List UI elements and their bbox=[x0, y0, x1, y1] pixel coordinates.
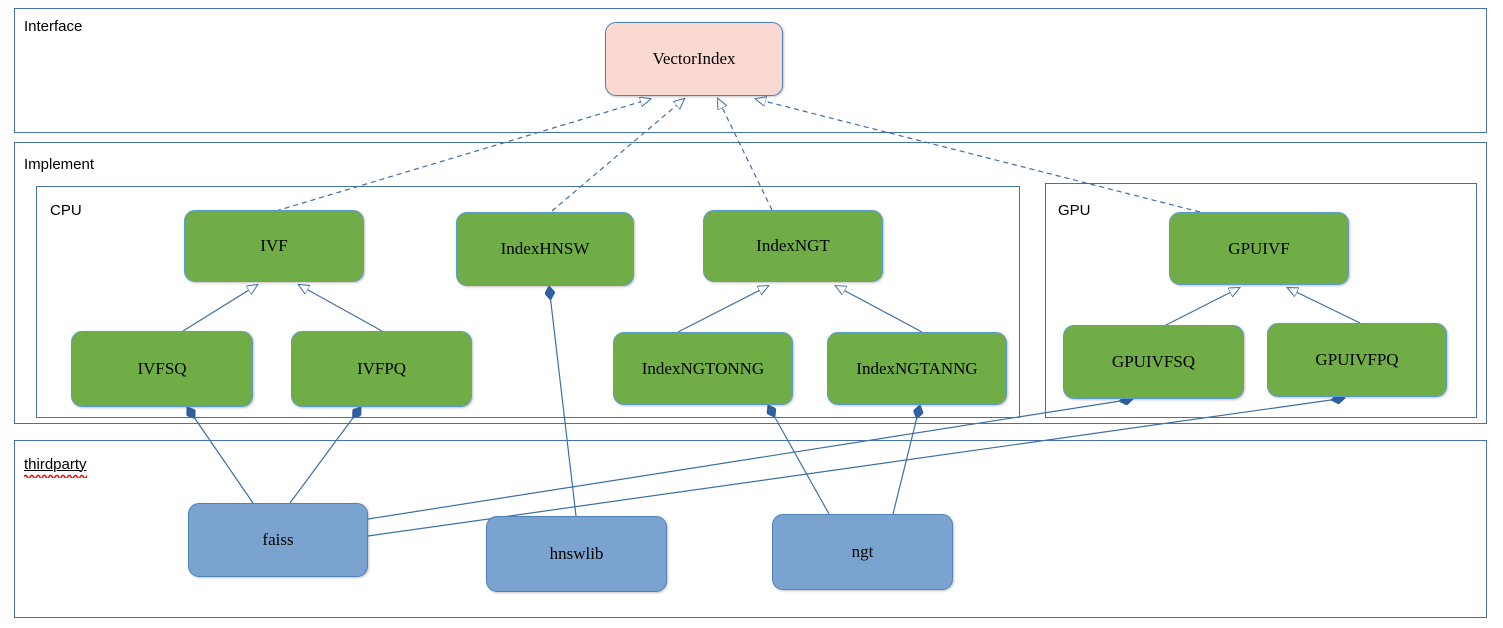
group-label-thirdparty: thirdparty bbox=[24, 456, 87, 478]
node-label-hnswlib: hnswlib bbox=[549, 544, 604, 563]
group-label-interface: Interface bbox=[24, 18, 83, 35]
node-label-ngt: ngt bbox=[851, 542, 874, 561]
node-label-indexngt: IndexNGT bbox=[756, 236, 830, 255]
group-thirdparty bbox=[14, 440, 1487, 618]
group-label-gpu: GPU bbox=[1058, 202, 1091, 219]
group-label-cpu: CPU bbox=[50, 202, 82, 219]
node-indexngt[interactable]: IndexNGT bbox=[703, 210, 883, 282]
group-interface bbox=[14, 8, 1487, 133]
node-label-gpuivfpq: GPUIVFPQ bbox=[1315, 350, 1399, 369]
node-faiss[interactable]: faiss bbox=[188, 503, 368, 577]
spellcheck-squiggle-icon bbox=[24, 474, 87, 478]
node-label-ivfpq: IVFPQ bbox=[356, 359, 407, 378]
node-label-gpuivfsq: GPUIVFSQ bbox=[1111, 352, 1196, 371]
group-implement bbox=[14, 142, 1487, 424]
node-label-indexngtanng: IndexNGTANNG bbox=[856, 358, 978, 378]
node-vectorindex[interactable]: VectorIndex bbox=[605, 22, 783, 96]
node-label-ivf: IVF bbox=[260, 236, 288, 255]
node-indexngtanng[interactable]: IndexNGTANNG bbox=[827, 332, 1007, 405]
node-indexngtonng[interactable]: IndexNGTONNG bbox=[613, 332, 793, 405]
node-hnswlib[interactable]: hnswlib bbox=[486, 516, 667, 592]
node-label-vectorindex: VectorIndex bbox=[652, 49, 736, 68]
node-ivfsq[interactable]: IVFSQ bbox=[71, 331, 253, 407]
node-label-indexngtonng: IndexNGTONNG bbox=[641, 358, 765, 378]
node-gpuivfsq[interactable]: GPUIVFSQ bbox=[1063, 325, 1244, 399]
node-ivf[interactable]: IVF bbox=[184, 210, 364, 282]
group-gpu bbox=[1045, 183, 1477, 418]
group-label-implement: Implement bbox=[24, 156, 95, 173]
node-ivfpq[interactable]: IVFPQ bbox=[291, 331, 472, 407]
node-label-indexhnsw: IndexHNSW bbox=[500, 239, 590, 258]
node-label-ivfsq: IVFSQ bbox=[137, 359, 187, 378]
node-ngt[interactable]: ngt bbox=[772, 514, 953, 590]
node-label-gpuivf: GPUIVF bbox=[1228, 238, 1290, 258]
group-cpu bbox=[36, 186, 1020, 418]
node-indexhnsw[interactable]: IndexHNSW bbox=[456, 212, 634, 286]
node-gpuivf[interactable]: GPUIVF bbox=[1169, 212, 1349, 285]
node-label-faiss: faiss bbox=[262, 530, 294, 549]
node-gpuivfpq[interactable]: GPUIVFPQ bbox=[1267, 323, 1447, 397]
